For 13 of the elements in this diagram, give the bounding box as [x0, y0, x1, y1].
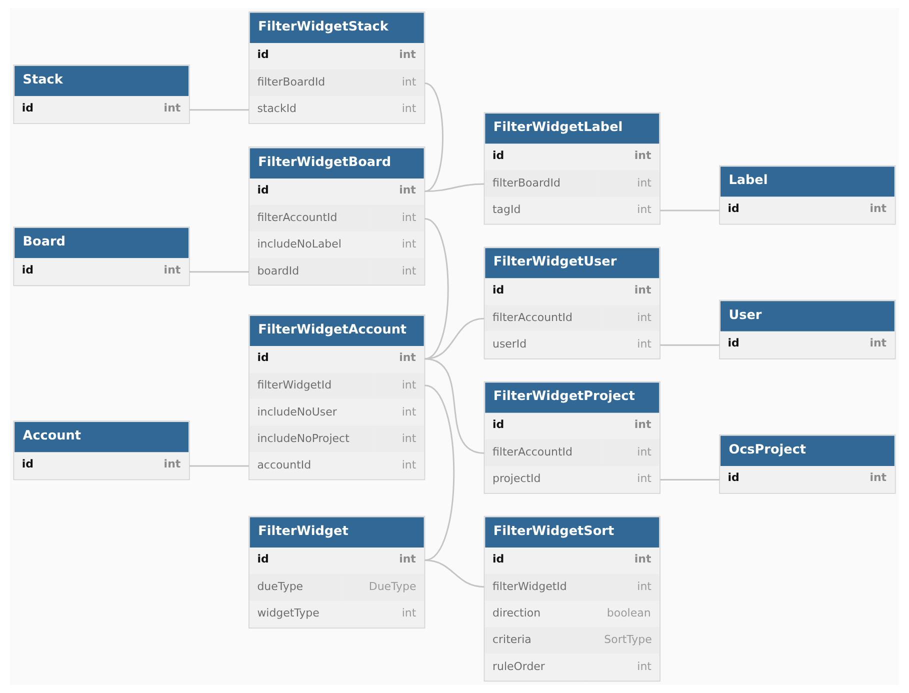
connector [189, 465, 249, 467]
connector [424, 218, 449, 360]
connector [424, 318, 484, 360]
connector [424, 82, 444, 192]
connector [660, 210, 720, 212]
connector [424, 384, 455, 561]
connector [189, 109, 249, 111]
connector [424, 358, 484, 454]
connector [424, 560, 484, 588]
connector [189, 271, 249, 273]
connector [660, 478, 720, 480]
connector [660, 344, 720, 346]
connector [424, 183, 484, 192]
